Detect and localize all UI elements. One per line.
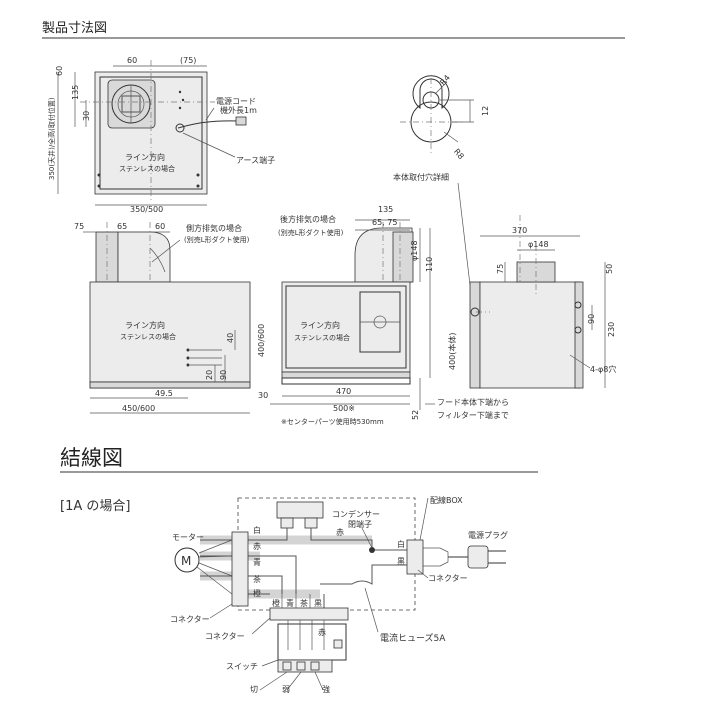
- detail-leader: [457, 182, 471, 286]
- front-dim-135: 135: [71, 85, 80, 100]
- wire-red-3: 赤: [318, 628, 326, 637]
- right-dim-75: 75: [496, 264, 505, 274]
- wire-red: 赤: [253, 542, 261, 551]
- switch-strong: 強: [322, 684, 330, 694]
- detail-dim-12: 12: [481, 106, 490, 116]
- rear-stainless: ステンレスの場合: [294, 333, 350, 342]
- side-dim-75: 75: [74, 222, 84, 231]
- front-width: 350/500: [130, 205, 163, 214]
- right-dim-90: 90: [587, 314, 596, 324]
- side-dim-20: 20: [205, 370, 214, 380]
- switch-label: スイッチ: [226, 662, 258, 671]
- detail-r8: R8: [452, 147, 466, 161]
- motor-connector-label: コネクター: [170, 615, 210, 624]
- motor-icon: [174, 547, 200, 573]
- detail-caption: 本体取付穴詳細: [393, 172, 449, 182]
- right-dim-phi148: φ148: [528, 240, 549, 249]
- front-stainless: ステンレスの場合: [119, 164, 175, 173]
- wiring-case: [1A の場合]: [60, 499, 130, 514]
- wire-black: 黒: [397, 557, 405, 566]
- right-dim-230: 230: [607, 322, 616, 337]
- wiring-diagram: [174, 497, 506, 691]
- wire-blue: 青: [253, 557, 261, 567]
- wire-black-2: 黒: [314, 599, 322, 608]
- side-stainless: ステンレスの場合: [120, 332, 176, 341]
- rear-dim-65-75: 65, 75: [372, 218, 397, 227]
- filter-note-1: フード本体下端から: [437, 397, 509, 407]
- wiring-title: 結線図: [60, 446, 123, 470]
- rear-dim-135: 135: [378, 205, 393, 214]
- condenser-label: コンデンサー: [332, 509, 380, 519]
- switch-off: 切: [250, 685, 258, 694]
- wire-orange-2: 橙: [272, 598, 280, 608]
- side-label-2: (別売L形ダクト使用): [184, 235, 250, 244]
- wire-brown-2: 茶: [300, 598, 308, 608]
- side-dim-40: 40: [226, 333, 235, 343]
- front-line-dir: ライン方向: [125, 152, 165, 162]
- rear-label-2: (別売L形ダクト使用): [278, 228, 344, 237]
- lower-connector-label: コネクター: [205, 632, 245, 641]
- side-dim-49-5: 49.5: [155, 389, 173, 398]
- front-dim-30: 30: [82, 111, 91, 121]
- rear-dim-470: 470: [336, 387, 351, 396]
- side-label-1: 側方排気の場合: [186, 223, 242, 233]
- rear-exhaust-view: [270, 219, 435, 410]
- right-dim-370: 370: [512, 226, 527, 235]
- cord-label-1: 電源コード: [216, 97, 256, 106]
- box-label: 配線BOX: [430, 495, 463, 505]
- wire-white-2: 白: [397, 539, 405, 549]
- rear-dim-30: 30: [258, 391, 268, 400]
- right-holes: 4-φ8穴: [590, 364, 616, 374]
- front-dim-60: 60: [127, 56, 137, 65]
- rear-line-dir: ライン方向: [300, 320, 340, 330]
- wire-brown: 茶: [253, 574, 261, 584]
- side-dim-height: 400/600: [257, 324, 266, 357]
- wire-white: 白: [253, 525, 261, 535]
- right-view: [469, 215, 606, 389]
- side-line-dir: ライン方向: [125, 320, 165, 330]
- hole-detail: [400, 75, 474, 155]
- rear-dim-110: 110: [425, 257, 434, 272]
- side-exhaust-view: [83, 222, 251, 414]
- fuse-label: 電流ヒューズ5A: [380, 632, 446, 644]
- side-dim-60: 60: [155, 222, 165, 231]
- rear-center-note: ※センターパーツ使用時530mm: [281, 417, 384, 426]
- front-view: [57, 60, 247, 206]
- side-dim-90: 90: [219, 370, 228, 380]
- motor-symbol: M: [181, 554, 191, 568]
- earth-label: アース端子: [236, 155, 275, 165]
- side-dim-65: 65: [117, 222, 127, 231]
- cord-label-2: 機外長1m: [220, 105, 257, 115]
- rear-dim-500: 500※: [333, 404, 355, 413]
- front-height-label: 350(天井)/全高(取付位置): [47, 97, 56, 180]
- plug-label: 電源プラグ: [468, 530, 508, 540]
- wire-red-2: 赤: [336, 528, 344, 537]
- front-dim-60-left: 60: [55, 66, 64, 76]
- rear-label-1: 後方排気の場合: [280, 214, 336, 224]
- filter-note-2: フィルター下端まで: [437, 410, 509, 420]
- rear-dim-52: 52: [411, 410, 420, 420]
- right-dim-50: 50: [605, 264, 614, 274]
- side-width: 450/600: [122, 404, 155, 413]
- wire-orange: 橙: [253, 588, 261, 598]
- terminal-label: 閉端子: [348, 519, 372, 529]
- wire-blue-2: 青: [286, 598, 294, 608]
- rear-dim-400: 400(本体): [447, 332, 457, 370]
- front-dim-75: (75): [180, 56, 196, 65]
- plug-connector-label: コネクター: [428, 574, 468, 583]
- rear-dim-phi148: φ148: [410, 240, 419, 261]
- switch-weak: 弱: [282, 685, 290, 694]
- motor-label: モーター: [172, 533, 204, 542]
- dimension-title: 製品寸法図: [42, 21, 107, 36]
